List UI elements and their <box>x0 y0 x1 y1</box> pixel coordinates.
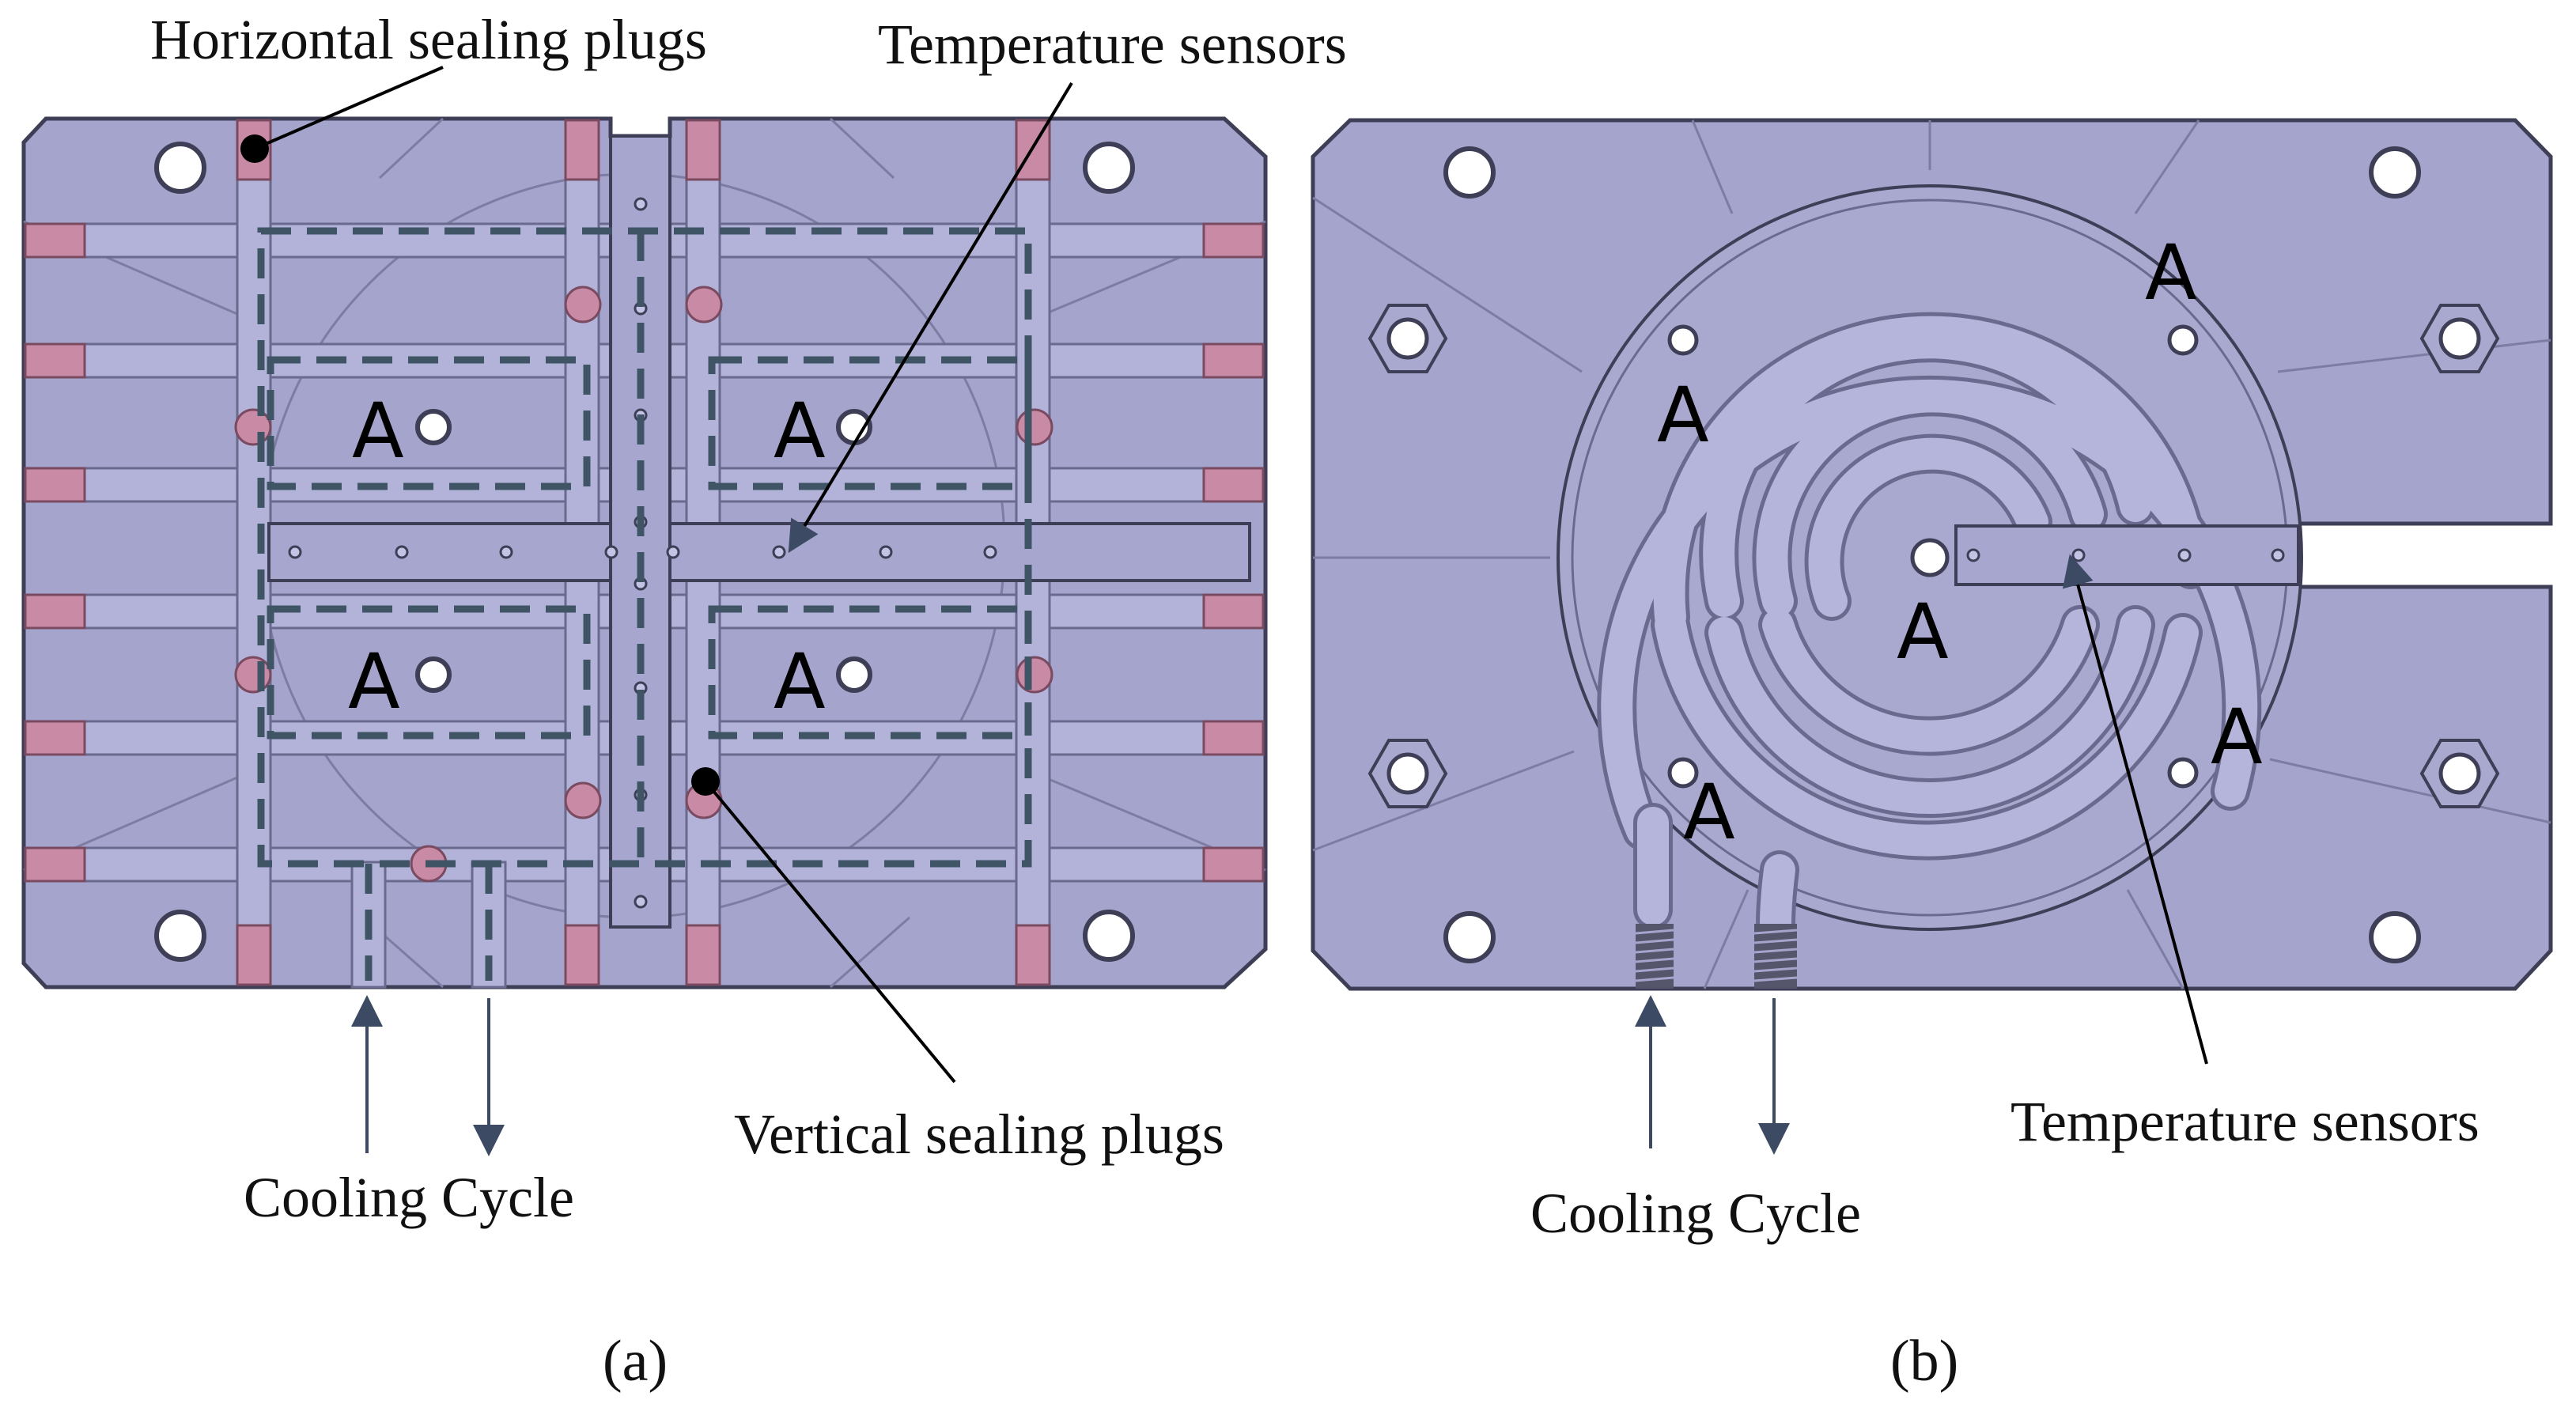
region-marker-a3: A <box>348 638 400 726</box>
label-temp-sensors-a: Temperature sensors <box>878 13 1347 76</box>
region-marker-b3: A <box>1897 588 1949 676</box>
region-markers-b: A A A A A <box>1657 229 2263 857</box>
bolt-holes-b <box>1367 146 2500 963</box>
region-marker-b2: A <box>2145 229 2197 317</box>
panel-a: A A A A Horizontal sealing plugs Tempera… <box>21 8 1347 1394</box>
threaded-fittings-b <box>1635 924 1798 989</box>
region-marker-a2: A <box>774 387 826 475</box>
leader-dot-vertical-plugs <box>691 767 720 796</box>
horizontal-plugs-a <box>24 119 1265 986</box>
label-cooling-cycle-b: Cooling Cycle <box>1530 1182 1861 1245</box>
leader-horizontal-plugs <box>254 66 444 150</box>
leader-dot-horizontal-plugs <box>240 134 269 163</box>
leader-vertical-plugs <box>704 780 956 1084</box>
region-marker-b1: A <box>1657 371 1709 460</box>
label-temp-sensors-b: Temperature sensors <box>2010 1090 2480 1153</box>
panel-b: A A A A A Temperature sensors Cooling Cy… <box>1311 118 2553 1394</box>
region-marker-b4: A <box>2211 693 2263 781</box>
small-holes-b <box>1667 324 2199 789</box>
sensor-holes-a <box>288 197 997 909</box>
label-cooling-cycle-a: Cooling Cycle <box>244 1166 574 1229</box>
section-lines-b <box>1312 119 2551 989</box>
caption-a: (a) <box>603 1329 668 1394</box>
leader-temp-sensors-b <box>2062 554 2208 1065</box>
spiral-channels-b <box>1597 312 2262 945</box>
label-vertical-plugs: Vertical sealing plugs <box>734 1103 1224 1166</box>
cooling-circuit-a <box>257 227 1032 981</box>
label-horizontal-plugs: Horizontal sealing plugs <box>150 8 707 71</box>
leader-temp-sensors-a <box>788 81 1073 554</box>
sensor-strip-b <box>1954 524 2300 586</box>
region-marker-b5: A <box>1683 768 1735 857</box>
region-marker-a1: A <box>352 387 404 475</box>
caption-b: (b) <box>1890 1329 1958 1394</box>
region-markers-a: A A A A <box>348 387 826 726</box>
region-marker-a4: A <box>774 638 826 726</box>
